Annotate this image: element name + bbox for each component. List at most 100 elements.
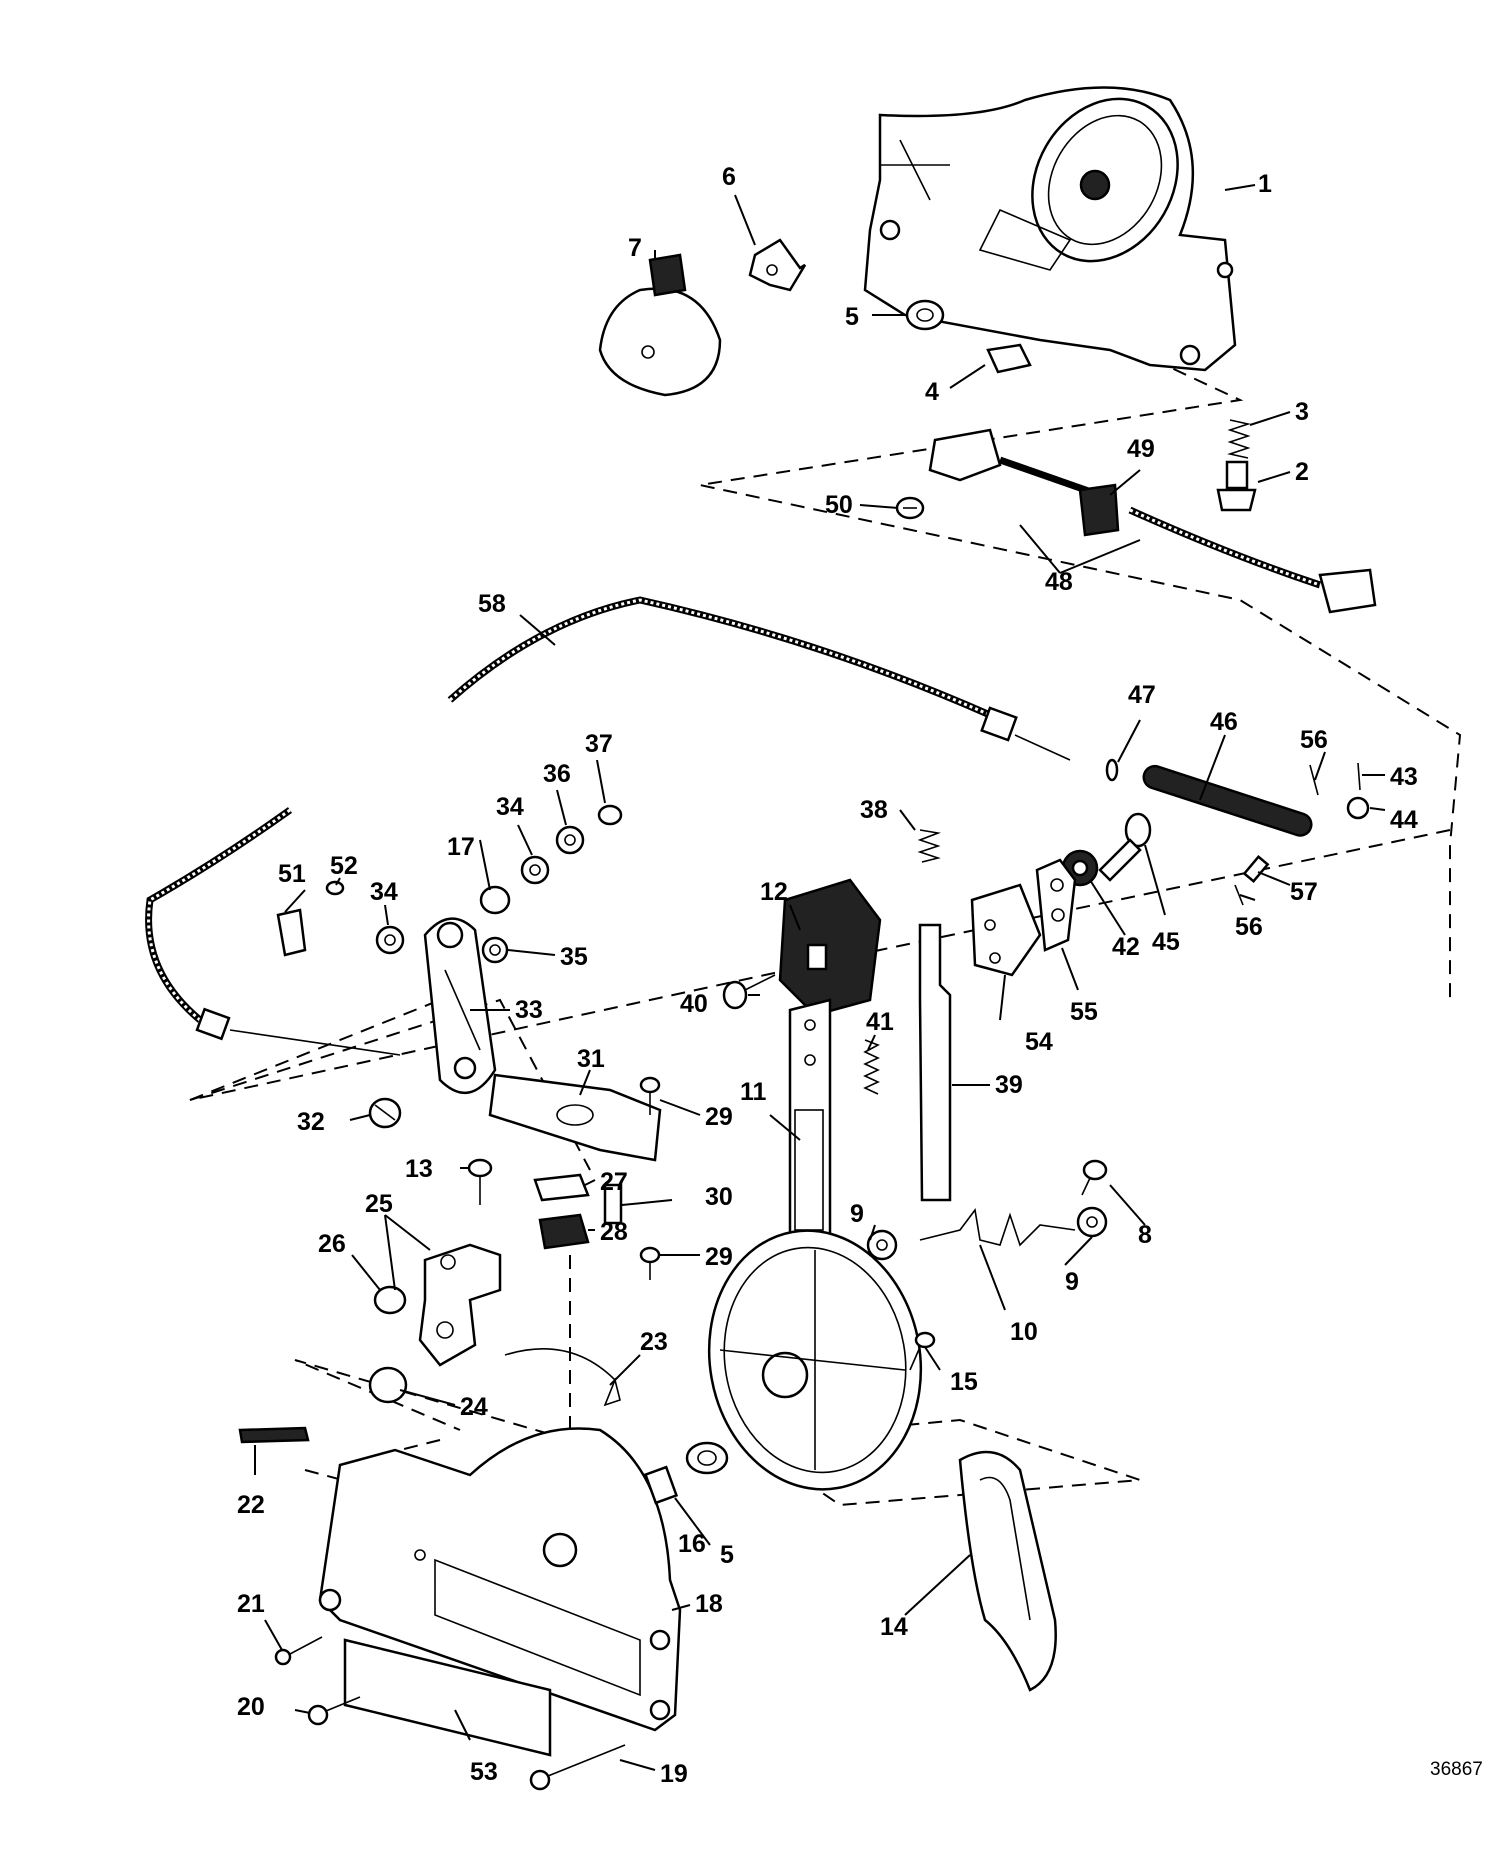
part-bracket-55 [1035, 858, 1077, 952]
part-screw-40 [722, 974, 776, 1010]
callout-40: 40 [680, 990, 708, 1018]
part-bar-39 [918, 923, 952, 1202]
callout-3: 3 [1295, 398, 1309, 426]
callout-15: 15 [950, 1368, 978, 1396]
callout-47: 47 [1128, 681, 1156, 709]
callout-44: 44 [1390, 806, 1418, 834]
part-screw-29-top [639, 1076, 661, 1115]
callout-10: 10 [1010, 1318, 1038, 1346]
part-arm-33 [423, 917, 497, 1095]
part-pin-56-bottom [1234, 884, 1244, 906]
part-spring-41 [863, 1039, 880, 1095]
callout-24: 24 [460, 1393, 488, 1421]
callout-9-left: 9 [850, 1200, 864, 1228]
part-bushing-16 [643, 1465, 679, 1505]
part-clip-51 [276, 908, 307, 957]
callout-19: 19 [660, 1760, 688, 1788]
part-screw-20 [307, 1696, 361, 1726]
callout-31: 31 [577, 1045, 605, 1073]
part-washer-9-right [1076, 1206, 1108, 1238]
part-screw-29-bottom [639, 1246, 661, 1280]
part-block-4 [986, 343, 1032, 374]
part-clip-28 [538, 1213, 590, 1250]
part-block-12 [778, 878, 882, 1017]
callout-6: 6 [722, 163, 736, 191]
callout-50: 50 [825, 491, 853, 519]
part-slide-31 [488, 1073, 662, 1162]
part-screw-8 [1081, 1159, 1108, 1196]
callout-53: 53 [470, 1758, 498, 1786]
callout-29-top: 29 [705, 1103, 733, 1131]
part-spring-23 [504, 1348, 621, 1407]
callout-45: 45 [1152, 928, 1180, 956]
callout-49: 49 [1127, 435, 1155, 463]
part-ring-47 [1105, 758, 1119, 782]
callout-13: 13 [405, 1155, 433, 1183]
callout-17: 17 [447, 833, 475, 861]
callout-labels: 1 2 3 4 5 5 6 7 8 9 9 10 11 12 13 14 15 … [237, 163, 1418, 1788]
part-screw-52 [325, 880, 345, 896]
callout-34-upper: 34 [496, 793, 524, 821]
callout-20: 20 [237, 1693, 265, 1721]
callout-9-right: 9 [1065, 1268, 1079, 1296]
callout-23: 23 [640, 1328, 668, 1356]
callout-16: 16 [678, 1530, 706, 1558]
callout-51: 51 [278, 860, 306, 888]
callout-38: 38 [860, 796, 888, 824]
part-plug-24 [368, 1366, 408, 1404]
callout-27: 27 [600, 1168, 628, 1196]
callout-28: 28 [600, 1218, 628, 1246]
part-nut-32 [368, 1097, 402, 1129]
part-spring-38 [917, 829, 942, 863]
callout-43: 43 [1390, 763, 1418, 791]
callout-21: 21 [237, 1590, 265, 1618]
callout-37: 37 [585, 730, 613, 758]
callout-52: 52 [330, 852, 358, 880]
part-bushing-5-top [905, 299, 945, 331]
part-spring-3 [1227, 419, 1251, 459]
part-screw-19 [529, 1744, 626, 1791]
callout-36: 36 [543, 760, 571, 788]
callout-7: 7 [628, 234, 642, 262]
part-lever-11 [707, 998, 923, 1491]
part-screw-13 [467, 1158, 493, 1205]
part-sleeve-46 [1142, 764, 1313, 837]
part-spring-10 [919, 1208, 1076, 1247]
callout-26: 26 [318, 1230, 346, 1258]
part-harness-48 [928, 428, 1377, 614]
callout-14: 14 [880, 1613, 908, 1641]
figure-number: 36867 [1430, 1759, 1483, 1780]
part-block-54 [970, 883, 1042, 977]
callout-2: 2 [1295, 458, 1309, 486]
part-fitting-2 [1216, 460, 1257, 512]
callout-8: 8 [1138, 1221, 1152, 1249]
part-pad-49 [1078, 483, 1120, 537]
part-nut-44 [1346, 796, 1370, 820]
callout-18: 18 [695, 1590, 723, 1618]
part-washer-9-left [866, 1229, 898, 1261]
part-pin-57 [1242, 854, 1270, 884]
part-washer-34-left [375, 925, 405, 955]
callout-5-bottom: 5 [720, 1541, 734, 1569]
part-cam-plate-14 [958, 1450, 1057, 1692]
part-washer-36 [555, 825, 585, 855]
part-cam-7 [598, 253, 722, 397]
callout-54: 54 [1025, 1028, 1053, 1056]
callout-57: 57 [1290, 878, 1318, 906]
part-cotter-43 [1357, 762, 1361, 791]
callout-32: 32 [297, 1108, 325, 1136]
callout-58: 58 [478, 590, 506, 618]
part-bushing-17 [479, 885, 511, 915]
callout-41: 41 [866, 1008, 894, 1036]
part-bushing-5-bottom [685, 1441, 729, 1475]
part-bolt-45 [1098, 812, 1152, 882]
part-bracket-25 [418, 1243, 502, 1367]
part-screw-21 [274, 1636, 323, 1666]
part-housing-1 [863, 86, 1237, 372]
part-cover-18 [318, 1427, 682, 1732]
callout-39: 39 [995, 1071, 1023, 1099]
callout-35: 35 [560, 943, 588, 971]
callout-34-left: 34 [370, 878, 398, 906]
part-screw-50 [895, 496, 925, 520]
